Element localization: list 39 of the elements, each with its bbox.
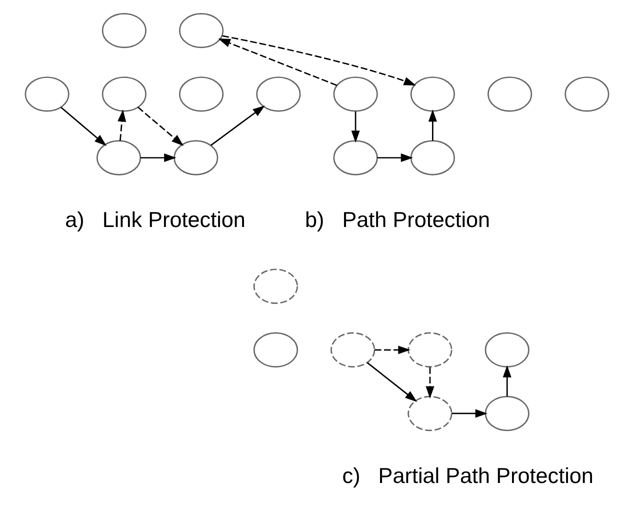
label: b) Path Protection — [304, 207, 490, 232]
arrow — [351, 112, 360, 143]
arrow — [210, 105, 265, 146]
node-circle — [408, 396, 452, 432]
node-circle — [178, 12, 224, 48]
arrow — [222, 35, 416, 86]
label: a) Link Protection — [65, 207, 246, 232]
arrow — [377, 153, 414, 162]
node-circle — [408, 332, 452, 368]
arrow — [138, 106, 184, 146]
node-circle — [96, 140, 142, 176]
node-circle — [564, 76, 610, 112]
node-circle — [484, 396, 530, 432]
arrow — [426, 367, 434, 398]
node-circle — [178, 76, 224, 112]
node-circle — [333, 76, 378, 112]
node-circle — [102, 76, 147, 112]
node-circle — [256, 76, 301, 112]
node-circle — [330, 332, 376, 368]
node-circle — [410, 76, 456, 112]
arrow — [118, 109, 126, 141]
node-circle — [174, 140, 218, 176]
arrow — [140, 153, 176, 162]
arrow — [60, 106, 107, 146]
arrow — [502, 365, 512, 396]
node-circle — [102, 12, 147, 48]
node-circle — [253, 268, 298, 304]
arrow — [218, 38, 338, 86]
node-circle — [24, 76, 70, 112]
label: c) Partial Path Protection — [342, 462, 594, 488]
node-circle — [487, 76, 532, 112]
arrow — [428, 109, 437, 141]
arrow — [366, 362, 418, 402]
node-circle — [410, 140, 456, 176]
node-circle — [253, 332, 298, 368]
node-circle — [333, 140, 378, 176]
arrow — [374, 346, 410, 354]
arrow — [452, 409, 488, 418]
node-circle — [484, 332, 530, 368]
